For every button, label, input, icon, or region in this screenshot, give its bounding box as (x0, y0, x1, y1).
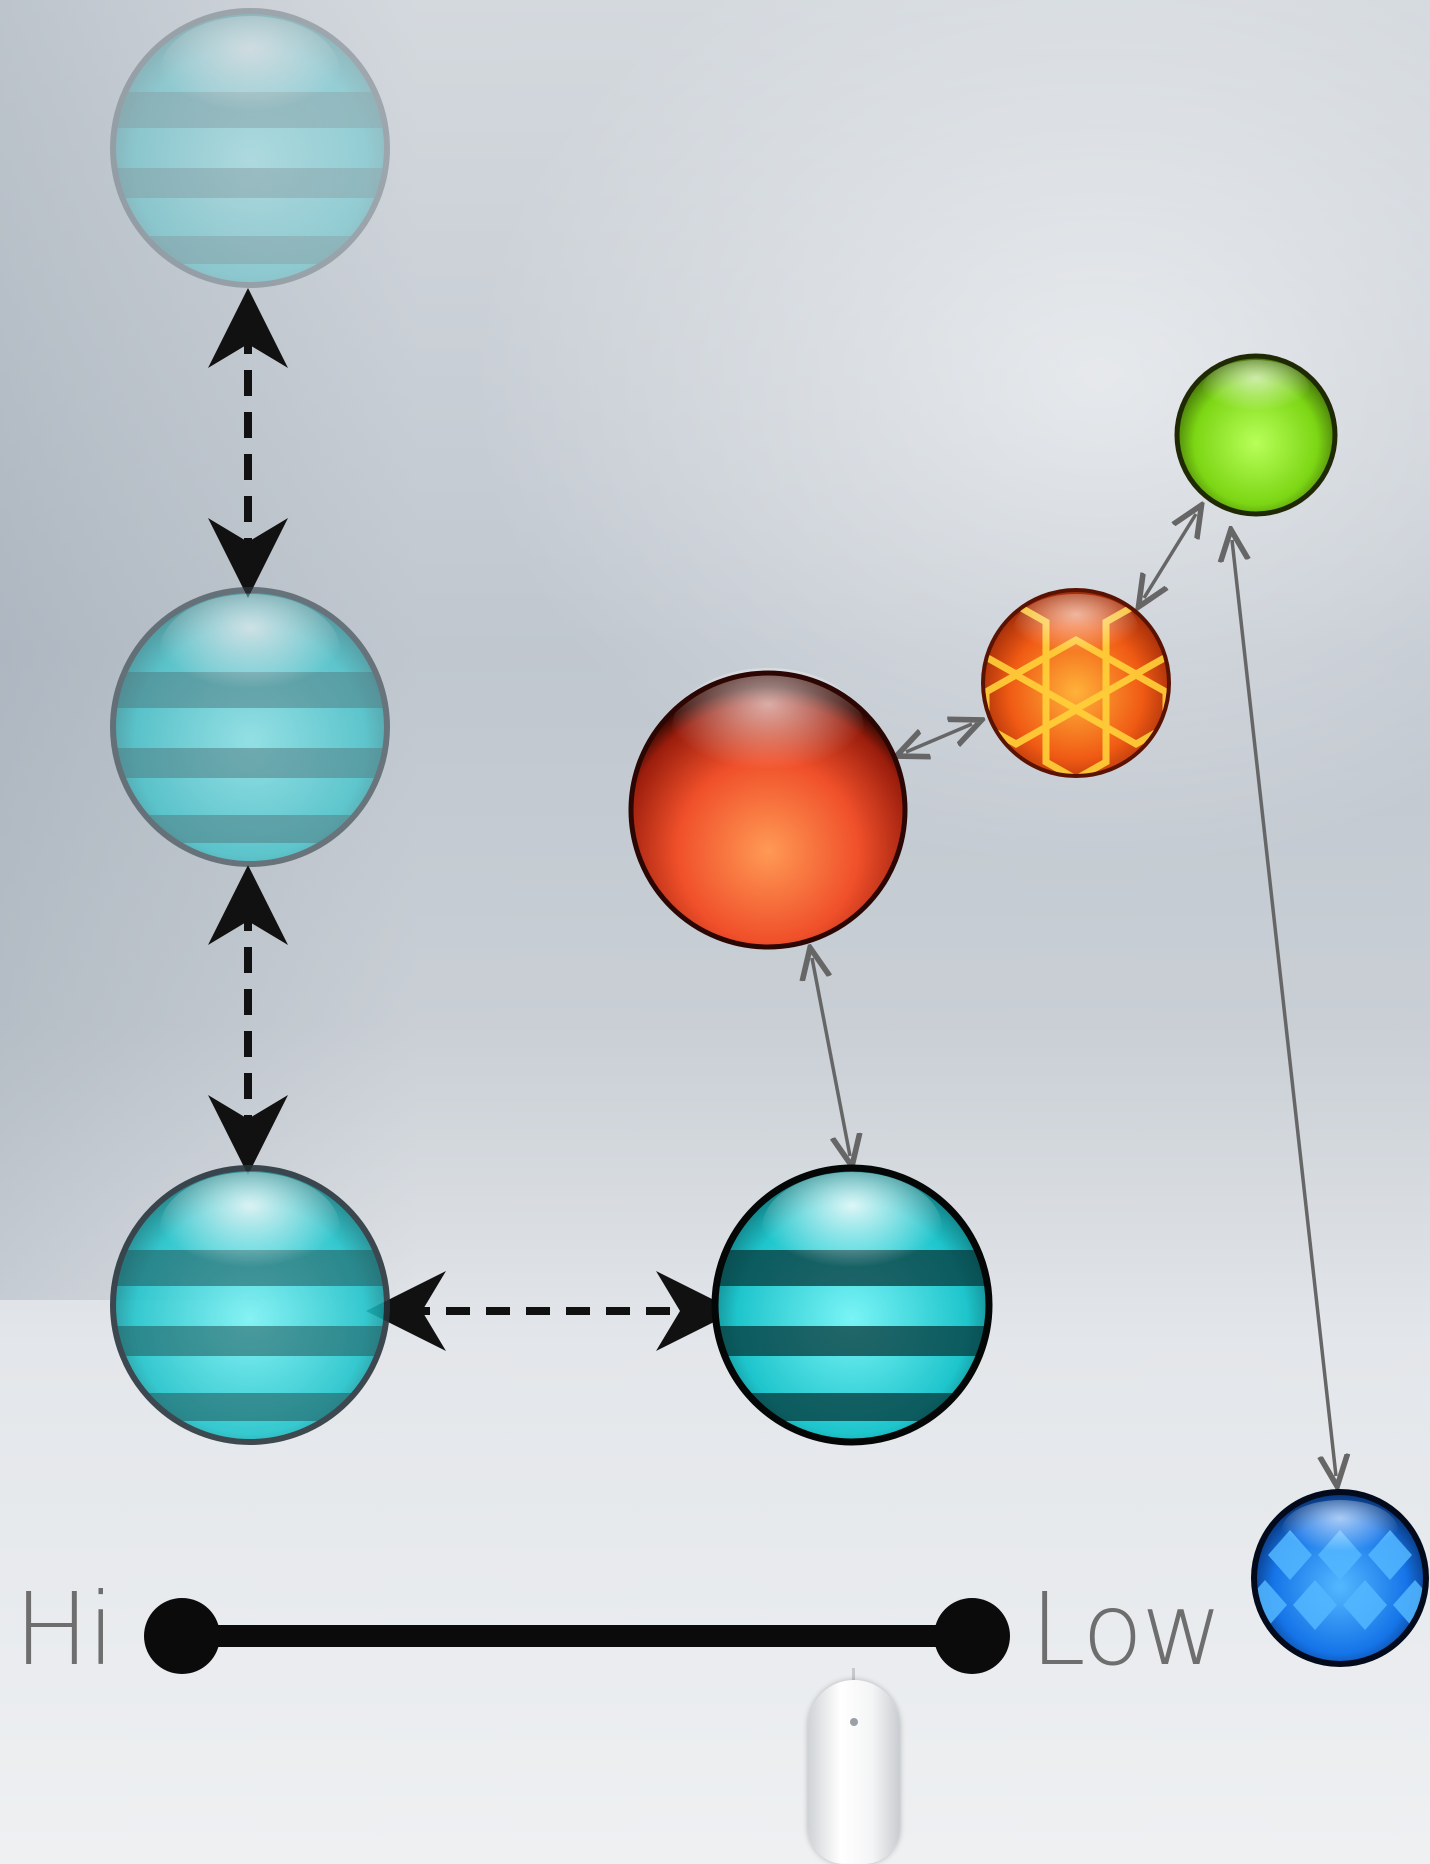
hi-label: Hi (14, 1571, 115, 1688)
slider-handle-hi[interactable] (144, 1598, 220, 1674)
arrow-red-to-orange (906, 724, 972, 752)
hi-low-slider[interactable] (144, 1598, 1010, 1674)
mouse-sensor-dot (850, 1718, 858, 1726)
red-glass-sphere (628, 668, 908, 950)
striped-cyan-sphere-faded-middle (110, 587, 390, 867)
striped-cyan-sphere-bottom-left (110, 1165, 390, 1445)
slider-handle-low[interactable] (934, 1598, 1010, 1674)
arrow-orange-to-green (1144, 514, 1196, 598)
orange-hexagon-sphere (981, 588, 1171, 778)
arrow-red-to-cyan (812, 958, 850, 1156)
low-label: Low (1030, 1571, 1223, 1688)
striped-cyan-sphere-bottom-center (711, 1164, 993, 1446)
arrow-green-to-blue (1232, 540, 1336, 1476)
striped-cyan-sphere-faded-top (110, 8, 390, 288)
green-glass-sphere (1174, 353, 1338, 517)
mouse-cord (852, 1668, 855, 1684)
mouse-icon (808, 1680, 900, 1864)
blue-diamond-sphere (1251, 1489, 1429, 1667)
